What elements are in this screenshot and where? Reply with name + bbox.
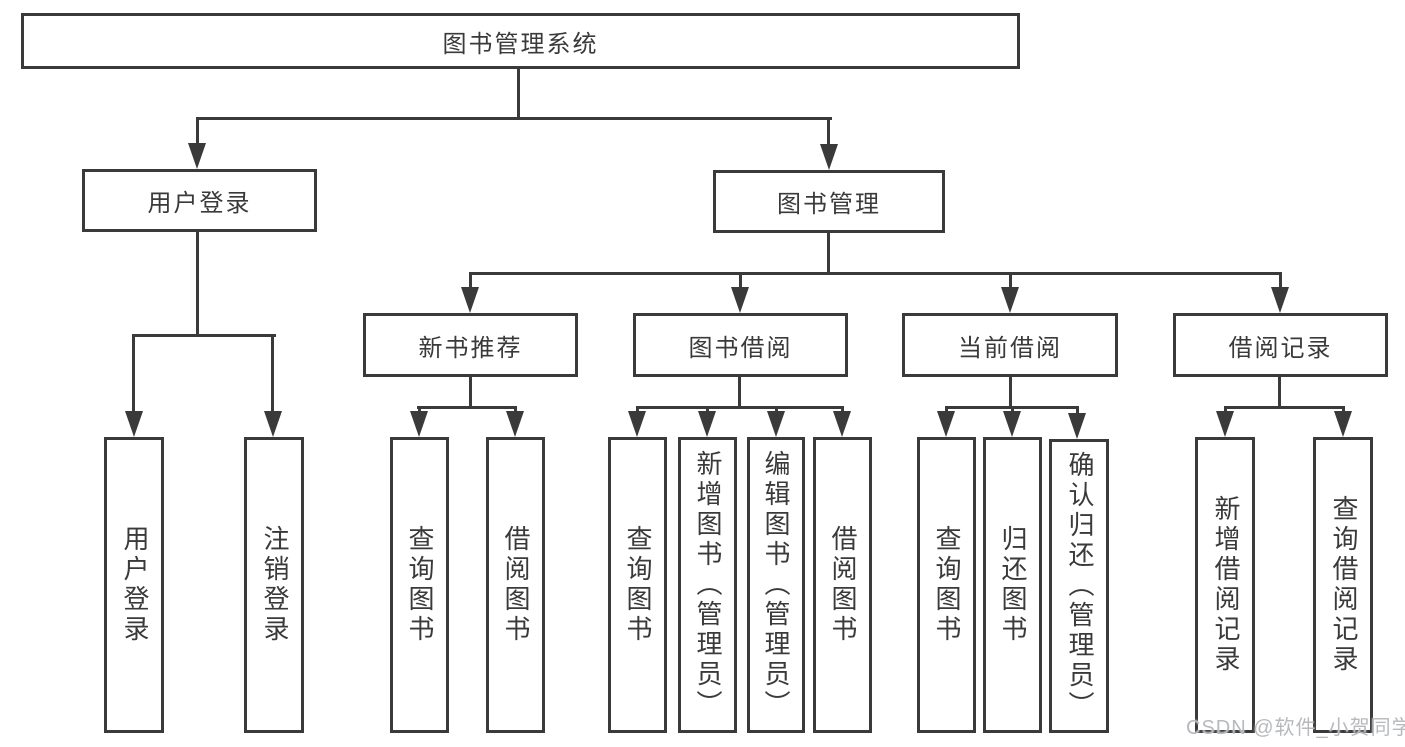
leaf-records-add-record: 新增借阅记录 (1195, 437, 1255, 733)
connector-line (739, 274, 742, 288)
connector-line (775, 406, 778, 413)
node-borrowing-records: 借阅记录 (1173, 313, 1388, 377)
connector-line (196, 119, 199, 146)
arrowhead-down-icon (1003, 411, 1021, 437)
arrowhead-down-icon (1271, 287, 1289, 313)
connector-line (841, 406, 844, 413)
arrowhead-down-icon (264, 411, 282, 437)
node-book-borrowing: 图书借阅 (633, 313, 848, 377)
arrowhead-down-icon (1334, 411, 1352, 437)
connector-line (636, 406, 844, 409)
connector-line (706, 406, 709, 413)
arrowhead-down-icon (506, 411, 524, 437)
connector-line (271, 336, 274, 412)
connector-line (636, 406, 639, 413)
connector-line (1224, 406, 1344, 409)
leaf-borrowing-add-books-admin: 新增图书（管理员） (678, 437, 737, 733)
node-book-management: 图书管理 (713, 170, 945, 233)
csdn-watermark: CSDN @软件_小贺同学 (1186, 717, 1405, 739)
leaf-user-login: 用户登录 (104, 437, 164, 733)
connector-line (1009, 274, 1012, 288)
leaf-borrowing-edit-books-admin: 编辑图书（管理员） (747, 437, 805, 733)
connector-line (827, 233, 830, 274)
arrowhead-down-icon (731, 287, 749, 313)
arrowhead-down-icon (937, 411, 955, 437)
leaf-logout: 注销登录 (244, 437, 304, 733)
connector-line (1076, 406, 1079, 413)
leaf-current-confirm-return-admin: 确认归还（管理员） (1049, 439, 1109, 733)
leaf-current-query-books: 查询图书 (917, 437, 976, 733)
leaf-current-return-books: 归还图书 (983, 437, 1042, 733)
arrowhead-down-icon (1068, 413, 1086, 439)
arrowhead-down-icon (1001, 287, 1019, 313)
connector-line (517, 69, 520, 118)
connector-line (196, 117, 832, 120)
connector-line (945, 406, 948, 413)
arrowhead-down-icon (188, 143, 206, 169)
connector-line (1224, 406, 1227, 413)
arrowhead-down-icon (628, 411, 646, 437)
connector-line (418, 406, 421, 413)
connector-line (514, 406, 517, 413)
connector-line (417, 406, 517, 409)
connector-line (132, 336, 135, 412)
leaf-newbooks-borrow-books: 借阅图书 (486, 437, 545, 733)
arrowhead-down-icon (125, 411, 143, 437)
connector-line (1342, 406, 1345, 413)
arrowhead-down-icon (833, 411, 851, 437)
leaf-records-query-record: 查询借阅记录 (1313, 437, 1373, 733)
arrowhead-down-icon (698, 411, 716, 437)
connector-line (827, 119, 830, 146)
connector-line (132, 334, 276, 337)
leaf-borrowing-query-books: 查询图书 (608, 437, 667, 733)
arrowhead-down-icon (461, 287, 479, 313)
leaf-newbooks-query-books: 查询图书 (390, 437, 449, 733)
node-current-borrowing: 当前借阅 (902, 313, 1118, 377)
node-new-book-recommend: 新书推荐 (363, 313, 578, 377)
connector-line (469, 377, 472, 408)
connector-line (738, 377, 741, 408)
arrowhead-down-icon (410, 411, 428, 437)
connector-line (469, 274, 472, 288)
arrowhead-down-icon (767, 411, 785, 437)
leaf-borrowing-borrow-books: 借阅图书 (813, 437, 872, 733)
connector-line (196, 232, 199, 336)
node-root-library-system: 图书管理系统 (21, 13, 1020, 69)
connector-line (1279, 274, 1282, 288)
node-user-login: 用户登录 (82, 169, 317, 232)
connector-line (1009, 377, 1012, 408)
connector-line (469, 272, 1282, 275)
arrowhead-down-icon (820, 144, 838, 170)
connector-line (1011, 406, 1014, 413)
connector-line (1278, 377, 1281, 408)
arrowhead-down-icon (1216, 411, 1234, 437)
